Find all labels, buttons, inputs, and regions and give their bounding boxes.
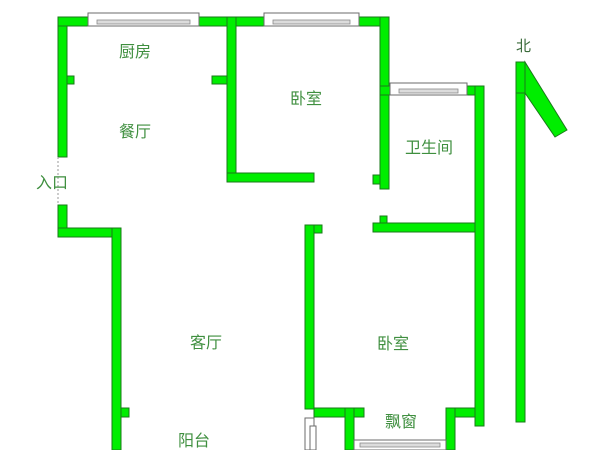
wall-bay-left bbox=[344, 407, 355, 450]
wall-kitchen-bedroom bbox=[226, 16, 237, 183]
wall-bedroom-south-left bbox=[304, 224, 315, 410]
east-wall-overlay bbox=[474, 85, 485, 427]
wall-bedroom-bottom bbox=[226, 172, 315, 183]
wall-left-upper bbox=[57, 16, 68, 158]
compass-tip bbox=[515, 61, 526, 94]
wall-bath-top-left bbox=[379, 85, 391, 96]
window-glass bbox=[96, 19, 191, 25]
room-label-kitchen: 厨房 bbox=[119, 42, 152, 61]
window-glass bbox=[398, 88, 459, 94]
room-label-bay-window: 飘窗 bbox=[385, 412, 418, 431]
wall-segments bbox=[57, 16, 485, 450]
wall-bay-right bbox=[445, 407, 456, 450]
wall-bath-bottom bbox=[372, 222, 485, 233]
wall-nub bbox=[66, 75, 75, 85]
room-label-entrance: 入口 bbox=[36, 173, 69, 192]
window-balcony-side-glass bbox=[309, 425, 317, 450]
wall-living-step bbox=[57, 227, 121, 238]
wall-nub bbox=[379, 215, 388, 224]
compass-north-label: 北 bbox=[516, 37, 532, 55]
wall-bay-left-top bbox=[313, 407, 365, 418]
room-label-living-room: 客厅 bbox=[190, 333, 223, 352]
wall-nub bbox=[211, 75, 228, 85]
wall-bedroom-right bbox=[379, 16, 390, 190]
windows bbox=[87, 12, 468, 450]
wall-nub bbox=[372, 174, 381, 185]
wall-nub bbox=[120, 407, 130, 418]
wall-living-left bbox=[111, 227, 122, 450]
room-label-bathroom: 卫生间 bbox=[405, 138, 454, 157]
room-label-balcony: 阳台 bbox=[178, 431, 211, 450]
room-label-bedroom-south: 卧室 bbox=[377, 334, 410, 353]
room-label-bedroom-north: 卧室 bbox=[290, 89, 323, 108]
room-label-dining: 餐厅 bbox=[119, 122, 152, 141]
wall-nub bbox=[313, 224, 323, 234]
wall-top-kitchen-left bbox=[57, 16, 93, 27]
window-glass bbox=[359, 442, 441, 448]
compass-head bbox=[524, 60, 568, 138]
compass-shaft bbox=[515, 79, 526, 423]
north-arrow-icon bbox=[515, 60, 568, 423]
window-glass bbox=[272, 19, 351, 25]
